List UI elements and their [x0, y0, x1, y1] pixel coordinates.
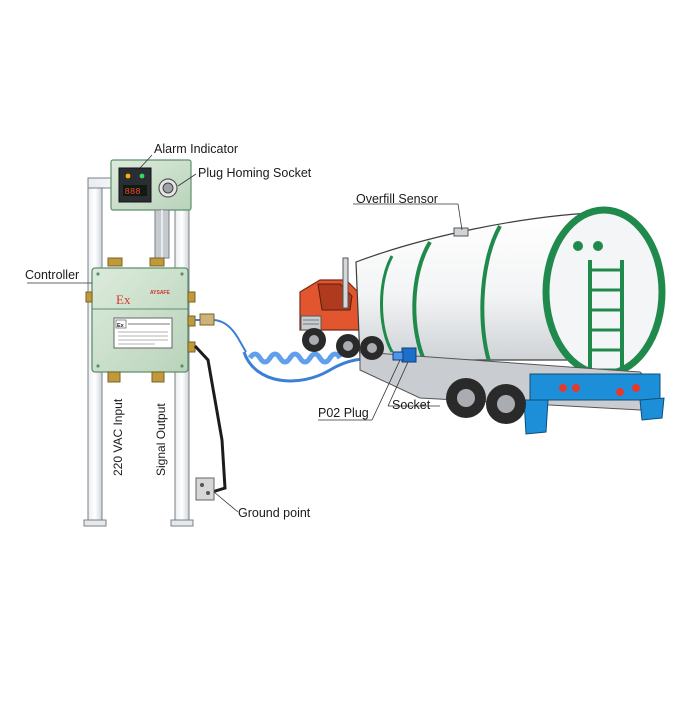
controller-label: Controller: [25, 268, 80, 282]
overfill-sensor-label: Overfill Sensor: [356, 192, 438, 206]
alarm-indicator-box: 888: [110, 159, 192, 259]
controller-box: Ex AYSAFE Ex: [85, 257, 196, 383]
socket-label: Socket: [392, 398, 431, 412]
ground-point-label: Ground point: [238, 506, 311, 520]
svg-text:888: 888: [125, 187, 141, 197]
vac-input-label: 220 VAC Input: [111, 398, 125, 476]
leader-lines: [27, 154, 463, 513]
alarm-indicator-label: Alarm Indicator: [154, 142, 239, 156]
plug-homing-socket-label: Plug Homing Socket: [198, 166, 312, 180]
brand-mark: AYSAFE: [150, 290, 170, 296]
cables: [193, 313, 401, 501]
ex-mark: Ex: [116, 292, 131, 307]
p02-plug-label: P02 Plug: [318, 406, 369, 420]
tanker-truck: [299, 206, 666, 435]
nameplate-ex: Ex: [117, 323, 125, 329]
signal-output-label: Signal Output: [154, 403, 168, 476]
